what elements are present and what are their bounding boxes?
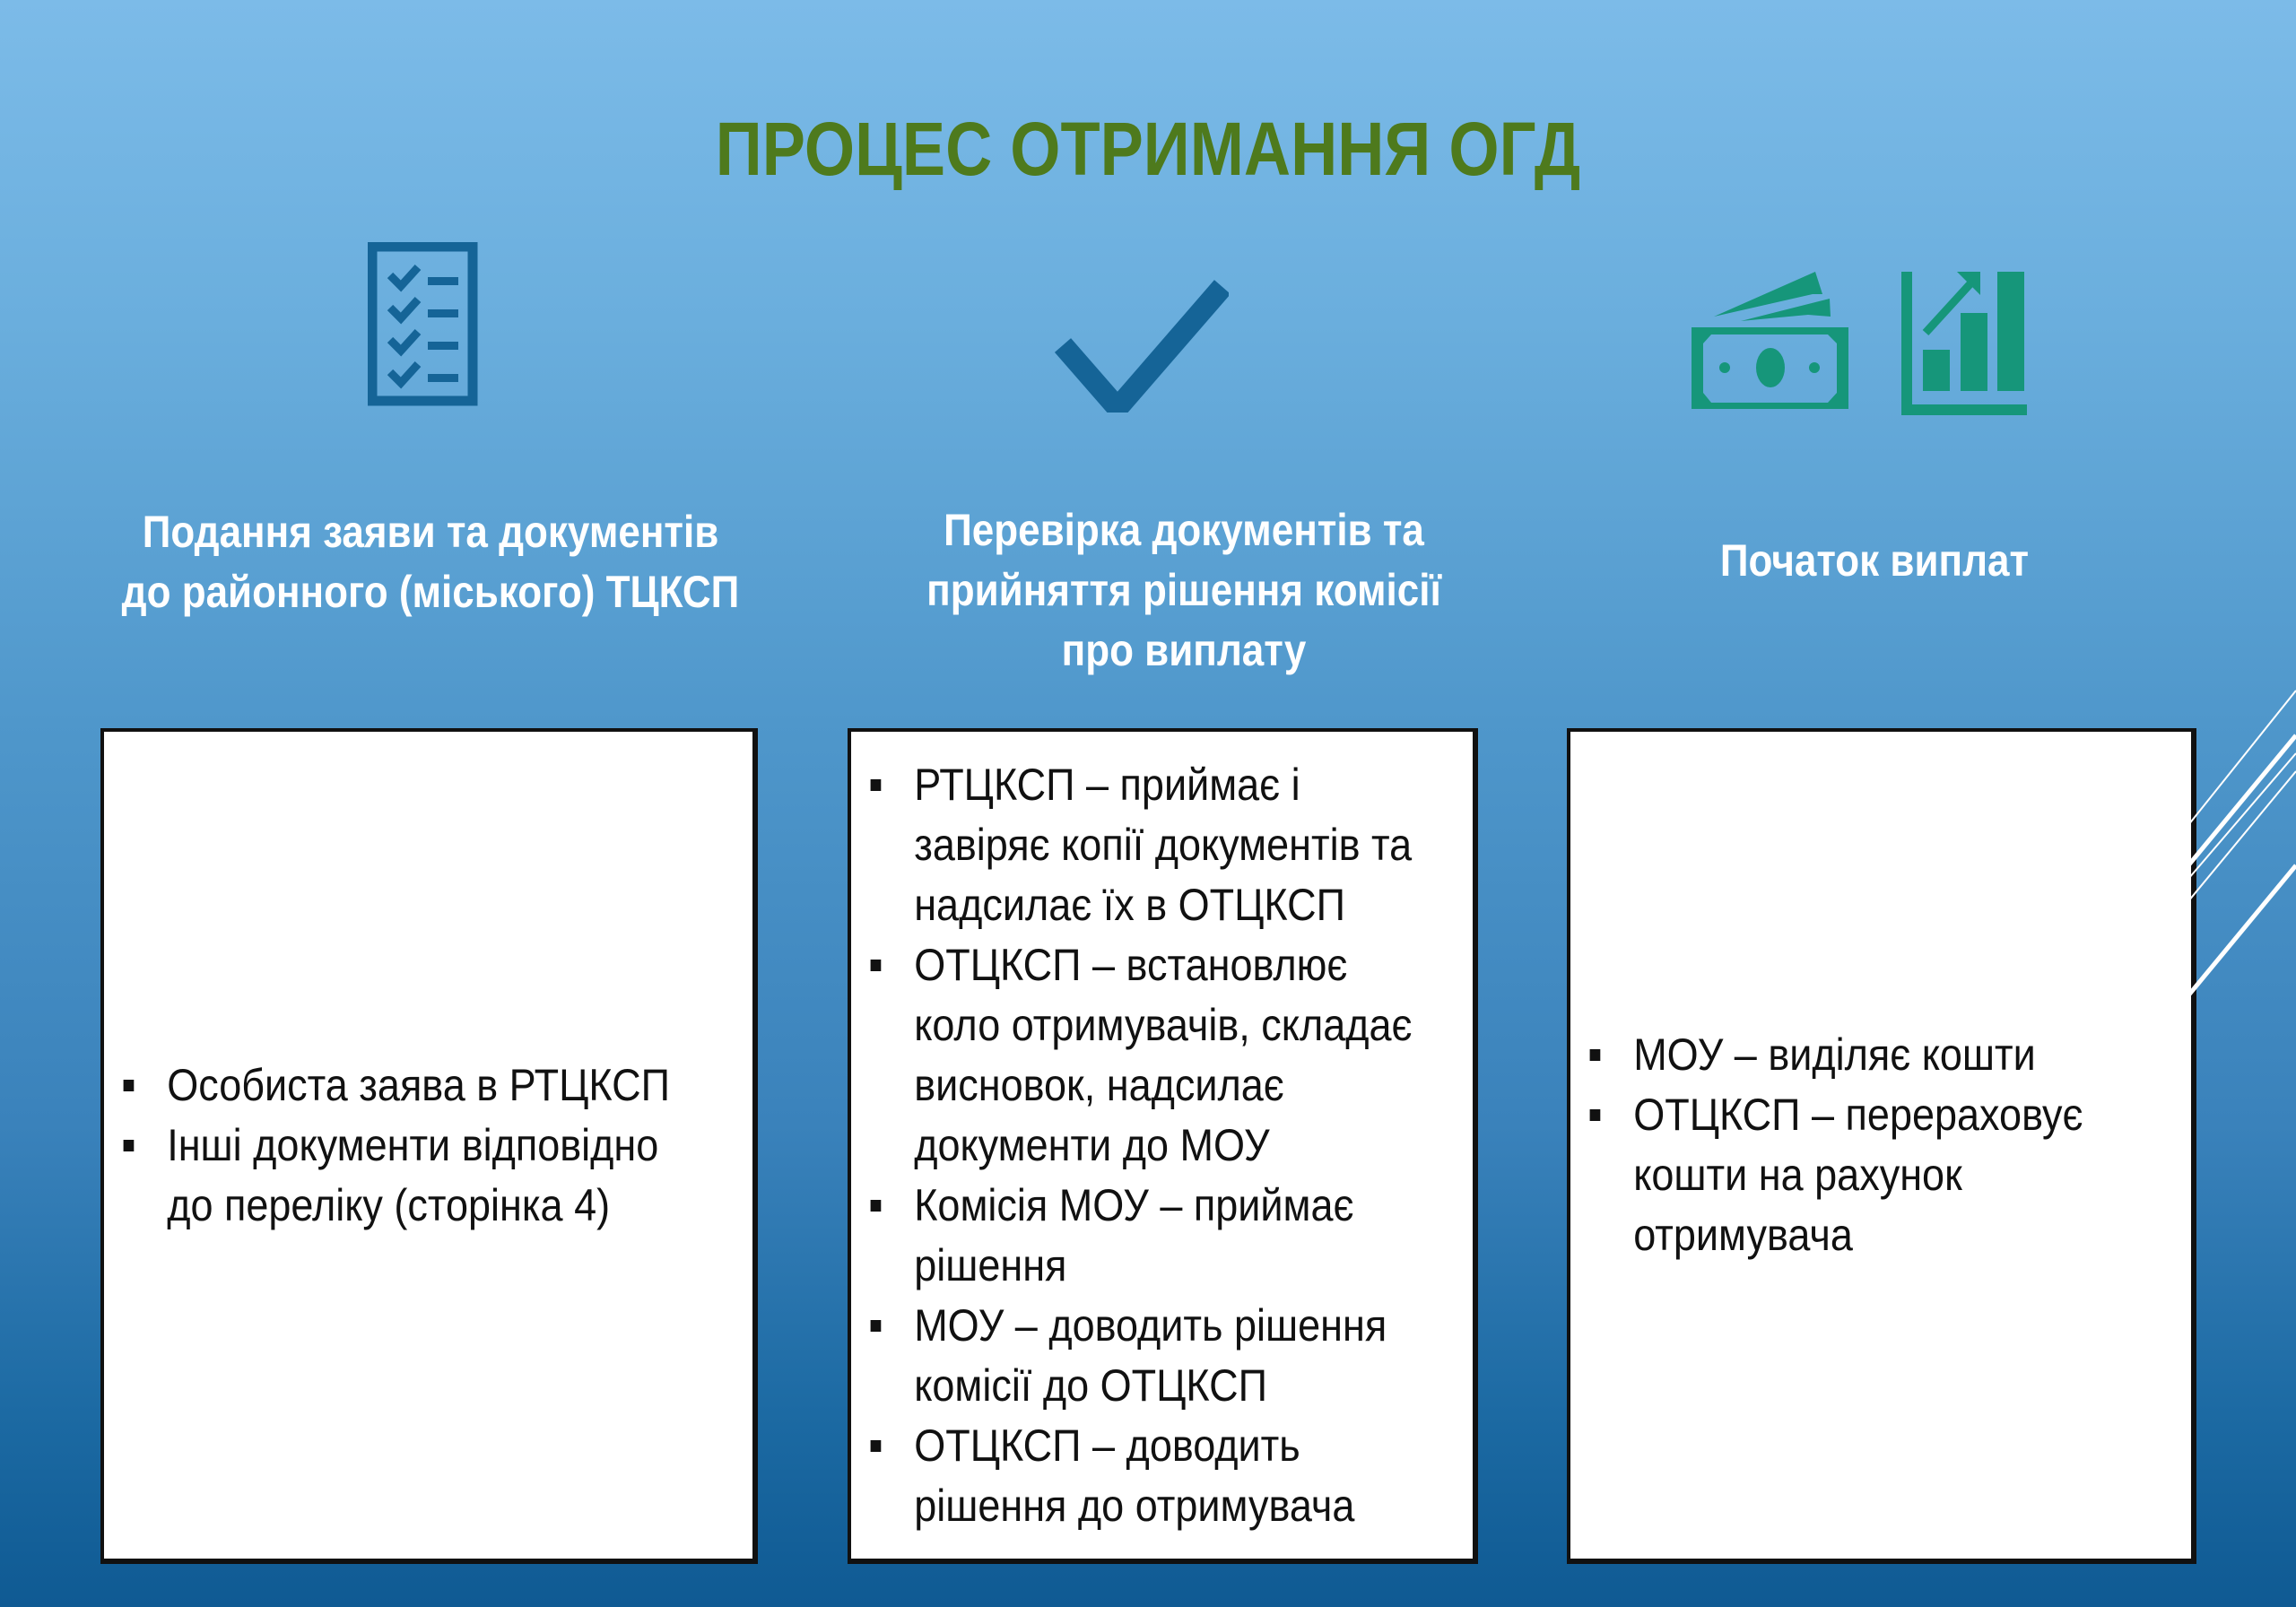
- step-1-heading: Подання заяви та документів до районного…: [83, 502, 778, 622]
- step-2-heading: Перевірка документів та прийняття рішенн…: [837, 500, 1531, 681]
- list-item: РТЦКСП – приймає і завіряє копії документ…: [851, 755, 1535, 935]
- list-item: Особиста заява в РТЦКСП: [104, 1055, 814, 1116]
- bullet-icon: [1589, 1109, 1601, 1121]
- line: надсилає їх в ОТЦКСП: [914, 879, 1345, 930]
- line: комісії до ОТЦКСП: [914, 1359, 1267, 1411]
- line: висновок, надсилає: [914, 1059, 1284, 1110]
- bullet-icon: [870, 1319, 882, 1332]
- line: документи до МОУ: [914, 1119, 1270, 1170]
- bullet-icon: [123, 1079, 135, 1091]
- line: Комісія МОУ – приймає: [914, 1179, 1354, 1230]
- list-item: ОТЦКСП – доводить рішення до отримувача: [851, 1416, 1535, 1536]
- line: Інші документи відповідно: [167, 1119, 659, 1170]
- slide-title: ПРОЦЕС ОТРИМАННЯ ОГД: [715, 107, 1581, 191]
- line: кошти на рахунок: [1633, 1150, 1962, 1200]
- line: Особиста заява в РТЦКСП: [167, 1059, 670, 1110]
- line: МОУ – доводить рішення: [914, 1299, 1387, 1351]
- money-icon: [1692, 272, 1848, 409]
- bullet-icon: [870, 778, 882, 791]
- line: РТЦКСП – приймає і: [914, 759, 1300, 810]
- line: до переліку (сторінка 4): [167, 1179, 611, 1230]
- line: ОТЦКСП – доводить: [914, 1420, 1300, 1471]
- step-3-heading: Початок виплат: [1527, 531, 2222, 591]
- list-item: ОТЦКСП – встановлює коло отримувачів, скл…: [851, 935, 1535, 1176]
- line: МОУ – виділяє кошти: [1633, 1029, 2036, 1080]
- bullet-icon: [870, 959, 882, 971]
- line: коло отримувачів, складає: [914, 999, 1413, 1050]
- step-1-details-box: Особиста заява в РТЦКСП Інші документи в…: [100, 728, 758, 1564]
- bullet-icon: [870, 1199, 882, 1212]
- line: рішення: [914, 1239, 1067, 1290]
- step-2-details-box: РТЦКСП – приймає і завіряє копії документ…: [848, 728, 1478, 1564]
- checklist-icon: [368, 242, 478, 406]
- bullet-icon: [123, 1139, 135, 1151]
- list-item: ОТЦКСП – перераховує кошти на рахунок отри…: [1570, 1085, 2253, 1265]
- decorative-diagonal-lines: [2188, 690, 2296, 997]
- line: ОТЦКСП – перераховує: [1633, 1090, 2083, 1140]
- list-item: МОУ – виділяє кошти: [1570, 1025, 2253, 1085]
- list-item: Комісія МОУ – приймає рішення: [851, 1176, 1535, 1296]
- heading-line: прийняття рішення комісії: [926, 565, 1441, 615]
- heading-line: Перевірка документів та: [944, 505, 1424, 555]
- growth-chart-icon: [1901, 272, 2027, 415]
- heading-line: Подання заяви та документів: [142, 507, 719, 557]
- line: отримувача: [1633, 1210, 1853, 1260]
- line: рішення до отримувача: [914, 1480, 1355, 1531]
- heading-line: про виплату: [1061, 625, 1307, 675]
- bullet-icon: [870, 1439, 882, 1452]
- heading-line: Початок виплат: [1719, 535, 2030, 586]
- bullet-icon: [1589, 1049, 1601, 1061]
- heading-line: до районного (міського) ТЦКСП: [121, 567, 740, 617]
- list-item: МОУ – доводить рішення комісії до ОТЦКСП: [851, 1296, 1535, 1416]
- step-3-details-box: МОУ – виділяє кошти ОТЦКСП – перераховує…: [1567, 728, 2196, 1564]
- list-item: Інші документи відповідно до переліку (ст…: [104, 1116, 814, 1236]
- checkmark-icon: [1054, 280, 1229, 413]
- line: ОТЦКСП – встановлює: [914, 939, 1348, 990]
- line: завіряє копії документів та: [914, 819, 1413, 870]
